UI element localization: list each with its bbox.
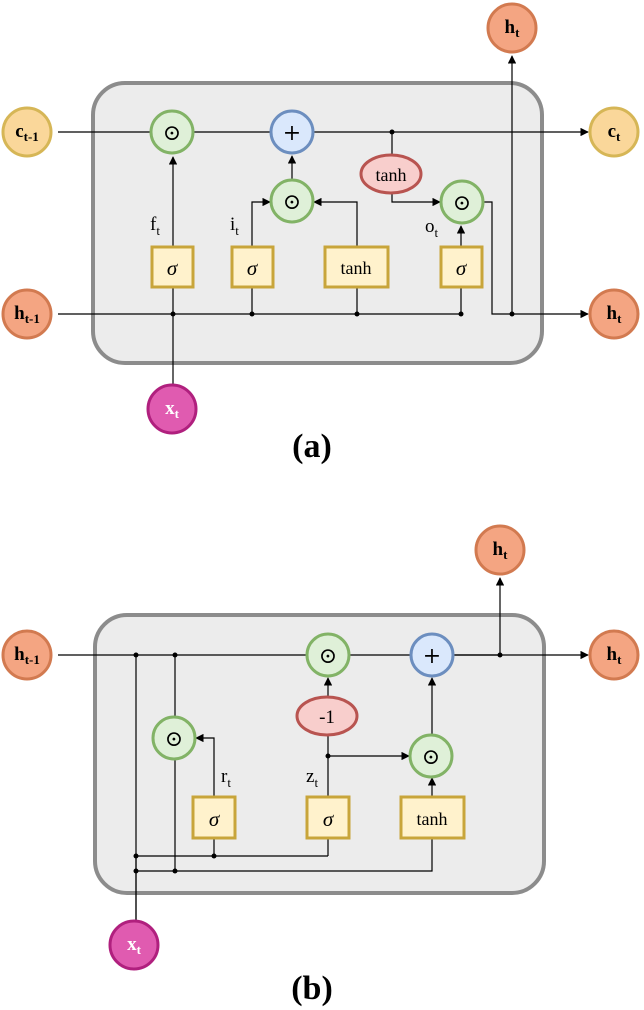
sigma-label: σ <box>247 256 259 280</box>
multiply-icon: ⊙ <box>283 190 301 215</box>
svg-text:ht: ht <box>505 17 521 40</box>
gru-candidate-gate: tanh <box>399 795 466 840</box>
forget-gate-label: ft <box>150 214 160 238</box>
gru-negate: -1 <box>295 695 359 737</box>
lstm-h-out-top-node: ht <box>486 2 538 54</box>
add-icon: + <box>283 121 301 146</box>
gru-h-out-top-node: ht <box>474 524 526 576</box>
svg-text:ct: ct <box>608 121 621 144</box>
lstm-output-gate: σ <box>439 245 484 289</box>
svg-text:ht: ht <box>607 644 623 667</box>
svg-text:ht-1: ht-1 <box>14 644 40 667</box>
svg-text:xt: xt <box>127 934 142 957</box>
lstm-cell-tanh: tanh <box>359 153 423 195</box>
gru-reset-multiply: ⊙ <box>151 715 197 761</box>
sigma-label: σ <box>209 807 221 831</box>
lstm-caption: (a) <box>292 428 332 465</box>
gru-reset-gate: σ <box>191 795 237 840</box>
multiply-icon: ⊙ <box>422 745 440 770</box>
reset-gate-label: rt <box>221 766 231 790</box>
sigma-label: σ <box>456 256 468 280</box>
input-gate-label: it <box>230 214 239 238</box>
svg-text:ht-1: ht-1 <box>14 303 40 326</box>
gru-caption: (b) <box>291 970 333 1007</box>
neg-one-label: -1 <box>319 707 335 728</box>
lstm-h-prev-node: ht-1 <box>1 288 53 340</box>
gru-diagram: ⊙ + ⊙ ⊙ -1 σ rt σ zt ta <box>1 524 640 1007</box>
gru-x-node: xt <box>108 919 160 971</box>
sigma-label: σ <box>323 807 335 831</box>
gru-keep-multiply: ⊙ <box>305 632 351 678</box>
svg-text:ct-1: ct-1 <box>15 121 39 144</box>
add-icon: + <box>423 644 441 669</box>
gru-h-out-right-node: ht <box>588 629 640 681</box>
lstm-candidate-gate: tanh <box>323 245 390 289</box>
gru-h-prev-node: ht-1 <box>1 629 53 681</box>
gru-wires <box>58 577 589 920</box>
lstm-wires <box>58 55 589 385</box>
update-gate-label: zt <box>306 766 318 790</box>
multiply-icon: ⊙ <box>163 121 181 146</box>
tanh-label: tanh <box>376 165 407 185</box>
lstm-c-out-node: ct <box>588 106 640 158</box>
lstm-h-out-right-node: ht <box>588 288 640 340</box>
multiply-icon: ⊙ <box>319 644 337 669</box>
lstm-x-node: xt <box>146 383 198 435</box>
lstm-junctions <box>170 129 515 317</box>
lstm-forget-gate: σ <box>150 245 195 289</box>
lstm-cell-box <box>91 81 544 365</box>
lstm-input-gate: σ <box>230 245 275 289</box>
lstm-output-multiply: ⊙ <box>439 179 485 225</box>
svg-text:ht: ht <box>493 539 509 562</box>
gru-update-gate: σ <box>305 795 351 840</box>
output-gate-label: ot <box>425 216 439 240</box>
gru-update-multiply: ⊙ <box>408 733 454 779</box>
lstm-cell-add: + <box>269 109 315 155</box>
lstm-forget-multiply: ⊙ <box>149 109 195 155</box>
svg-text:xt: xt <box>165 398 180 421</box>
gru-add: + <box>409 632 455 678</box>
multiply-icon: ⊙ <box>453 191 471 216</box>
gru-junctions <box>133 652 503 874</box>
tanh-label: tanh <box>341 258 372 278</box>
multiply-icon: ⊙ <box>165 727 183 752</box>
lstm-c-prev-node: ct-1 <box>1 106 53 158</box>
sigma-label: σ <box>167 256 179 280</box>
lstm-diagram: ⊙ + ⊙ ⊙ tanh σ ft σ it <box>1 2 640 465</box>
lstm-input-multiply: ⊙ <box>269 178 315 224</box>
tanh-label: tanh <box>417 809 448 829</box>
svg-text:ht: ht <box>607 303 623 326</box>
